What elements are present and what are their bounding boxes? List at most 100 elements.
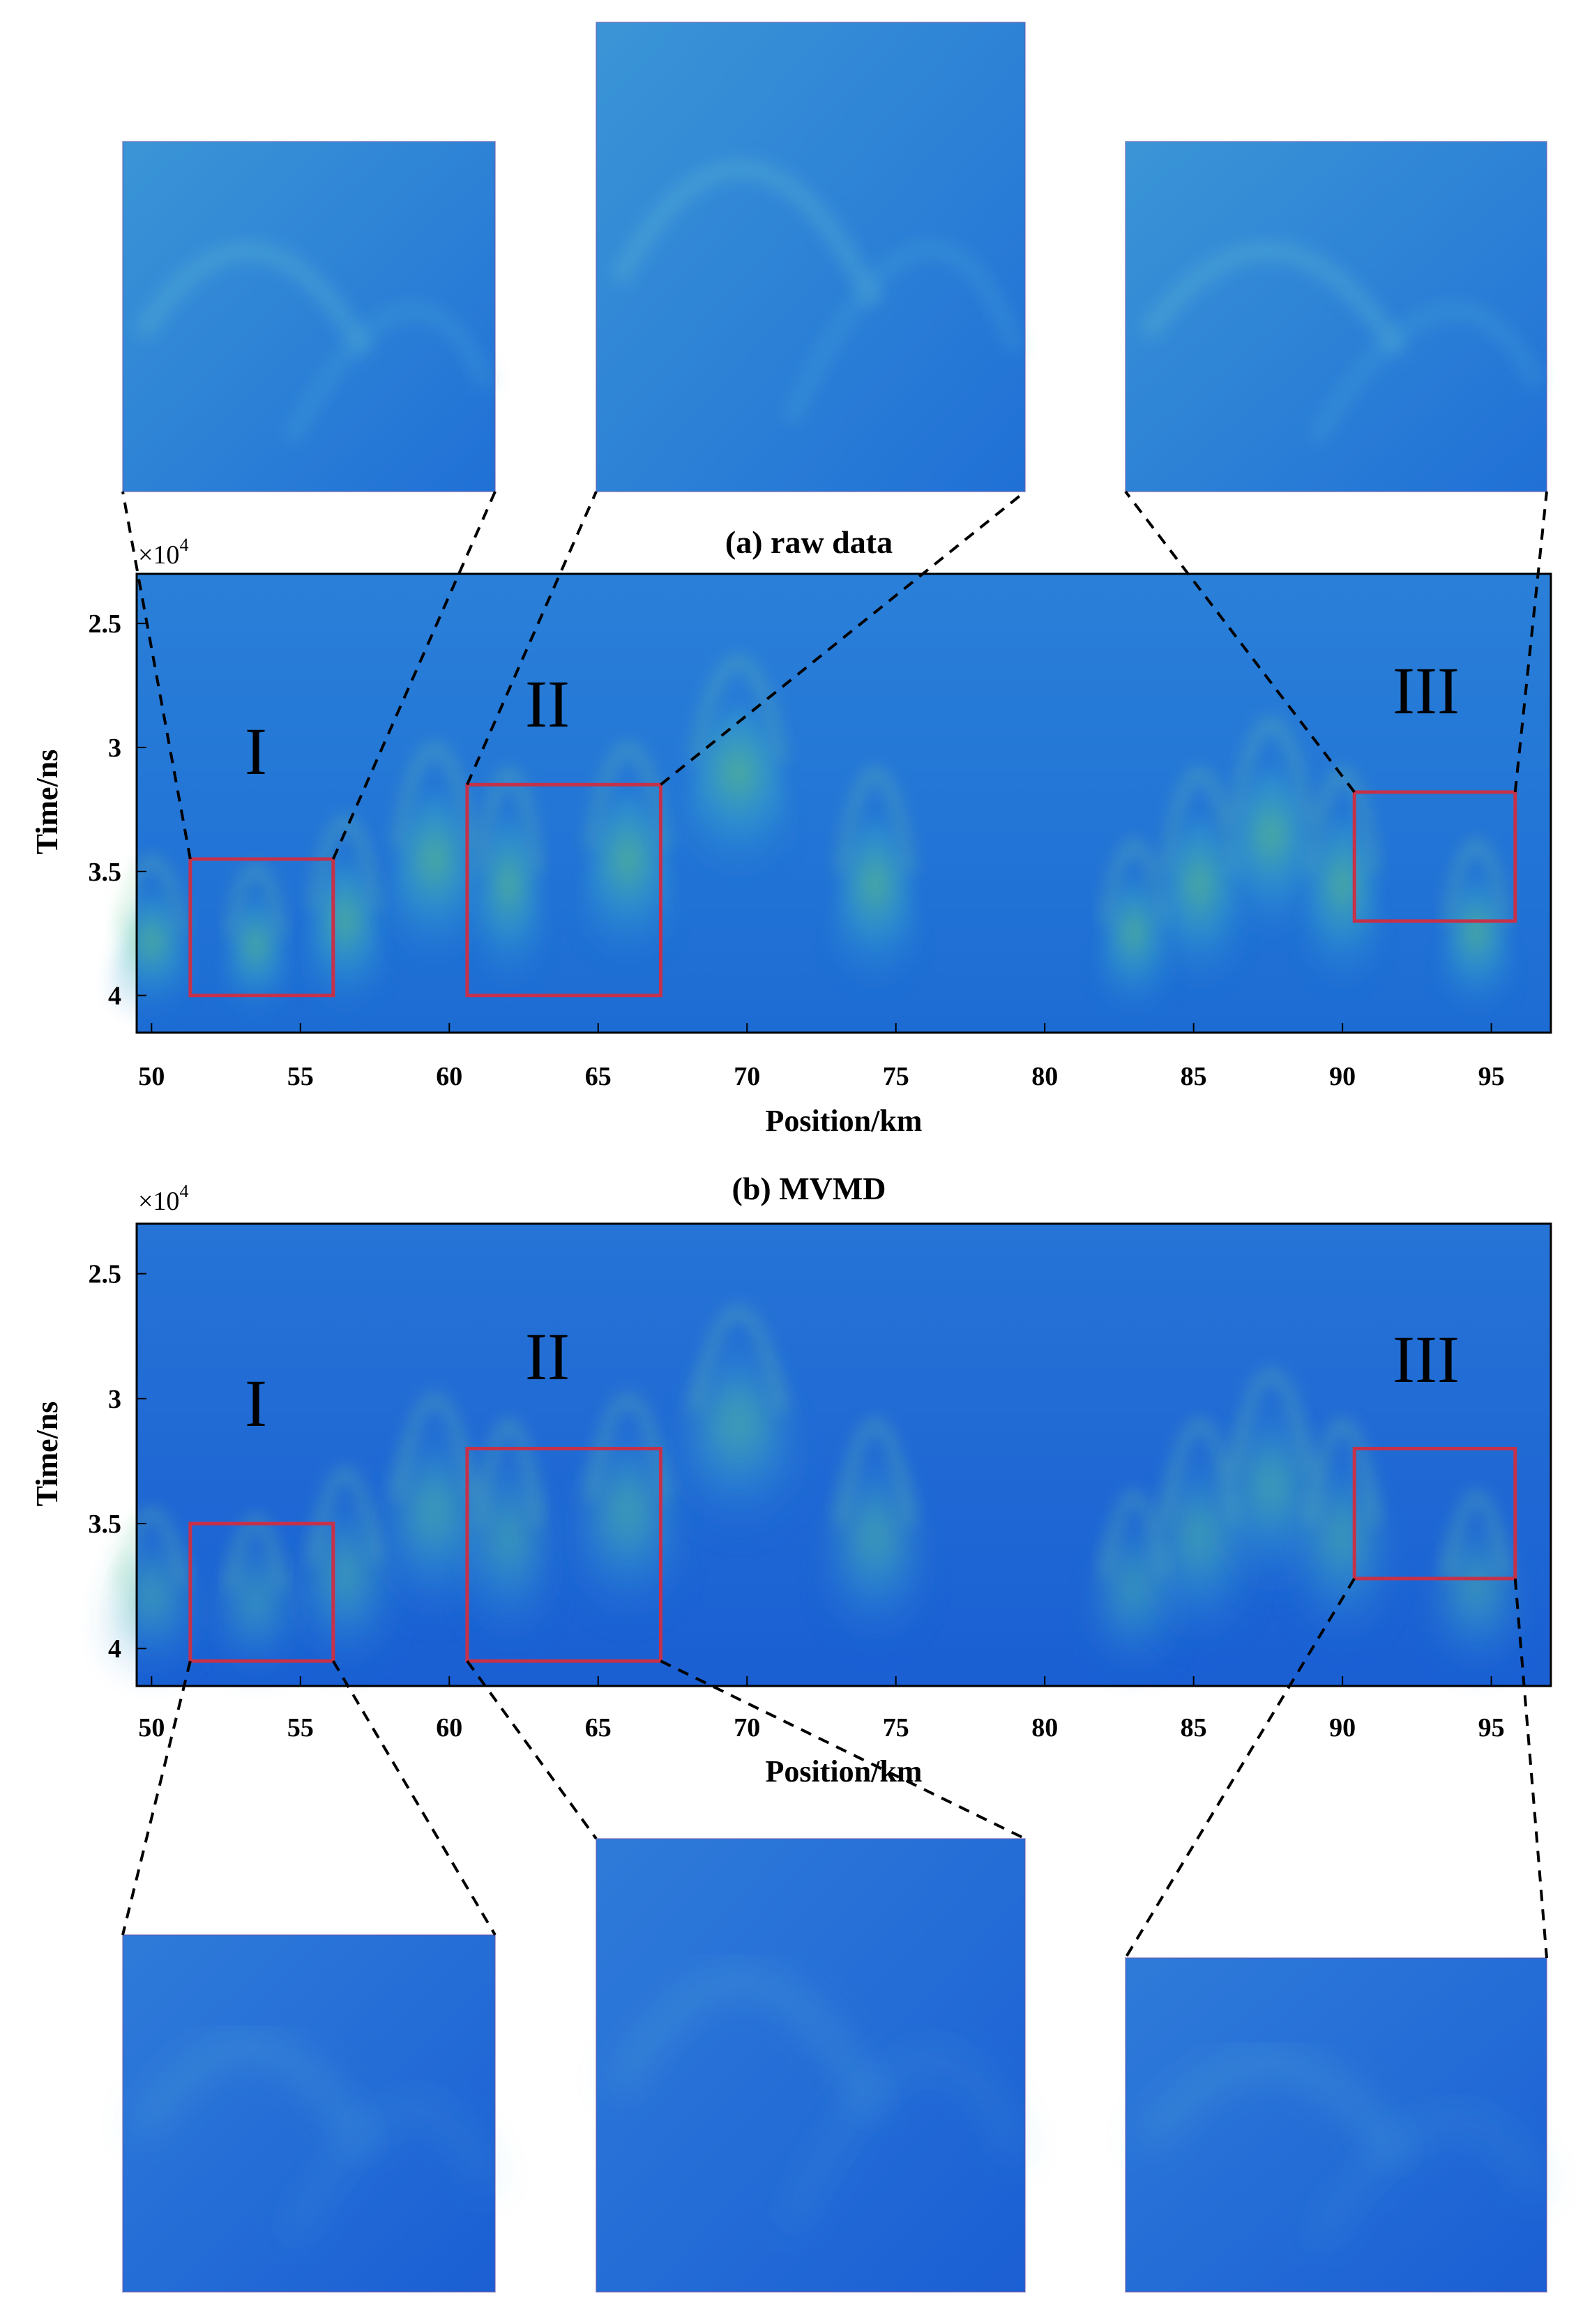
leader-raw-0-left bbox=[121, 491, 192, 860]
panel-b-title: (b) MVMD bbox=[732, 1171, 886, 1206]
leader-raw-1-left bbox=[466, 491, 598, 786]
inset-raw-III-echo-arc bbox=[1139, 241, 1407, 357]
panel-a-x-tick-label: 65 bbox=[585, 1062, 612, 1091]
panel-b-y-multiplier-exp: 4 bbox=[179, 1181, 188, 1201]
panel-a-echo-ridge bbox=[1208, 766, 1333, 962]
panel-b-x-tick-label: 70 bbox=[734, 1713, 760, 1742]
inset-mvmd-II-echo-arc bbox=[609, 1970, 884, 2115]
panel-a-echo-ridge bbox=[1289, 816, 1395, 1011]
panel-b-echo-ridge bbox=[99, 1544, 204, 1686]
panel-a-echo-ridge bbox=[817, 816, 932, 1011]
panel-a-echo-ridge-crest bbox=[392, 744, 477, 849]
leader-mvmd-0-left bbox=[121, 1660, 192, 1936]
panel-b-echo-ridge-crest bbox=[690, 1307, 787, 1413]
leader-mvmd-2-left bbox=[1124, 1577, 1356, 1959]
panel-b-x-tick-label: 65 bbox=[585, 1713, 612, 1742]
panel-a-echo-ridge bbox=[372, 791, 497, 987]
panel-a-echo-ridge-crest bbox=[115, 857, 188, 934]
panel-a-echo-ridge-crest bbox=[308, 817, 381, 911]
panel-a-x-tick-label: 80 bbox=[1031, 1062, 1058, 1091]
inset-raw-III-echo-arc-2 bbox=[1308, 303, 1545, 443]
panel-b-x-tick-label: 95 bbox=[1478, 1713, 1505, 1742]
panel-b-region-label-I: I bbox=[245, 1366, 267, 1441]
panel-a-echo-ridges bbox=[99, 658, 1524, 1033]
panel-b-echo-ridge bbox=[666, 1355, 810, 1550]
inset-raw-II-border bbox=[596, 22, 1026, 492]
panel-b-region-box-III bbox=[1352, 1447, 1517, 1581]
panel-b-echo-ridge bbox=[1428, 1531, 1524, 1686]
leader-mvmd-2-right bbox=[1513, 1578, 1548, 1959]
panel-a-region-label-II: II bbox=[525, 667, 570, 741]
panel-b-y-tick-label: 3 bbox=[108, 1385, 121, 1414]
panel-b-echo-ridge-crest bbox=[115, 1509, 188, 1587]
leader-mvmd-1-left bbox=[466, 1660, 598, 1840]
panel-b-x-tick-label: 60 bbox=[436, 1713, 462, 1742]
panel-a-echo-ridge-crest bbox=[225, 864, 287, 939]
panel-a-echo-ridge-crest bbox=[1306, 769, 1379, 874]
panel-a-echo-ridge-crest bbox=[1229, 719, 1314, 824]
panel-b-x-tick-label: 50 bbox=[138, 1713, 165, 1742]
panel-b-region-box-II bbox=[465, 1447, 662, 1663]
panel-a-echo-ridge-crest bbox=[690, 658, 787, 762]
zoom-insets-mvmd bbox=[122, 1838, 1547, 2293]
panel-b-region-label-III: III bbox=[1393, 1322, 1460, 1397]
panel-b-echo-ridge-crest bbox=[1306, 1420, 1379, 1525]
panel-a-echo-ridge-crest bbox=[835, 769, 914, 874]
panel-b-plot-frame bbox=[135, 1222, 1552, 1687]
inset-raw-III-border bbox=[1125, 141, 1547, 492]
panel-a-echo-ridge bbox=[666, 704, 810, 899]
panel-a-echo-ridge bbox=[213, 898, 299, 1033]
panel-b-x-tick-label: 85 bbox=[1181, 1713, 1207, 1742]
panel-b-x-tick-label: 90 bbox=[1329, 1713, 1356, 1742]
panel-a-echo-ridge-crest bbox=[586, 744, 670, 849]
panel-b-echo-ridge bbox=[1289, 1467, 1395, 1662]
inset-raw-I-echo-arc-2 bbox=[283, 303, 495, 443]
panel-b-echo-ridge-crest bbox=[308, 1468, 381, 1563]
panel-a-y-tick-label: 4 bbox=[108, 982, 121, 1011]
zoom-insets-raw bbox=[122, 22, 1547, 492]
panel-b-y-tick-label: 2.5 bbox=[89, 1260, 122, 1289]
leader-raw-2-left bbox=[1124, 490, 1356, 793]
panel-a-y-tick-label: 2.5 bbox=[89, 609, 122, 639]
panel-a-y-tick-label: 3.5 bbox=[89, 858, 122, 887]
panel-a-echo-ridge-crest bbox=[1100, 841, 1167, 925]
panel-b-echo-ridge-crest bbox=[835, 1420, 914, 1525]
inset-mvmd-III-border bbox=[1125, 1957, 1547, 2293]
panel-b-echo-ridge-crest bbox=[476, 1420, 543, 1525]
panel-b-y-multiplier-base: ×10 bbox=[138, 1187, 179, 1216]
panel-a-x-tick-label: 50 bbox=[138, 1062, 165, 1091]
panel-a-y-multiplier-exp: 4 bbox=[179, 535, 188, 555]
inset-raw-I-border bbox=[122, 141, 496, 492]
panel-a-x-tick-label: 95 bbox=[1478, 1062, 1505, 1091]
panel-a-title: (a) raw data bbox=[725, 524, 893, 560]
panel-b-echo-ridge-crest bbox=[1443, 1492, 1510, 1577]
panel-a-region-box-III bbox=[1352, 790, 1517, 923]
panel-b-echo-ridge bbox=[817, 1467, 932, 1662]
panel-a-x-tick-label: 70 bbox=[734, 1062, 760, 1091]
panel-a-x-axis-label: Position/km bbox=[766, 1104, 923, 1138]
panel-b-echo-ridge-crest bbox=[1229, 1370, 1314, 1475]
panel-a-echo-ridge bbox=[566, 791, 690, 987]
panel-b-region-label-II: II bbox=[525, 1319, 570, 1394]
inset-raw-II-echo-arc bbox=[609, 160, 884, 308]
panel-b-region-box-I bbox=[188, 1521, 335, 1663]
panel-a-echo-ridge bbox=[292, 859, 398, 1033]
panel-b-y-multiplier: ×104 bbox=[138, 1181, 188, 1216]
panel-b-x-axis-label: Position/km bbox=[766, 1754, 923, 1788]
panel-b-echo-ridge bbox=[461, 1467, 556, 1662]
panel-a-plot-frame bbox=[135, 572, 1552, 1034]
panel-a-x-tick-label: 90 bbox=[1329, 1062, 1356, 1091]
panel-b-echo-ridge-crest bbox=[1100, 1492, 1167, 1577]
panel-b-y-tick-label: 3.5 bbox=[89, 1510, 122, 1539]
panel-b-x-tick-label: 80 bbox=[1031, 1713, 1058, 1742]
panel-a-region-box-I bbox=[188, 857, 335, 998]
leader-mvmd-1-right bbox=[660, 1660, 1026, 1840]
zoom-leader-lines bbox=[121, 490, 1548, 1959]
panel-a-y-multiplier: ×104 bbox=[138, 535, 188, 570]
